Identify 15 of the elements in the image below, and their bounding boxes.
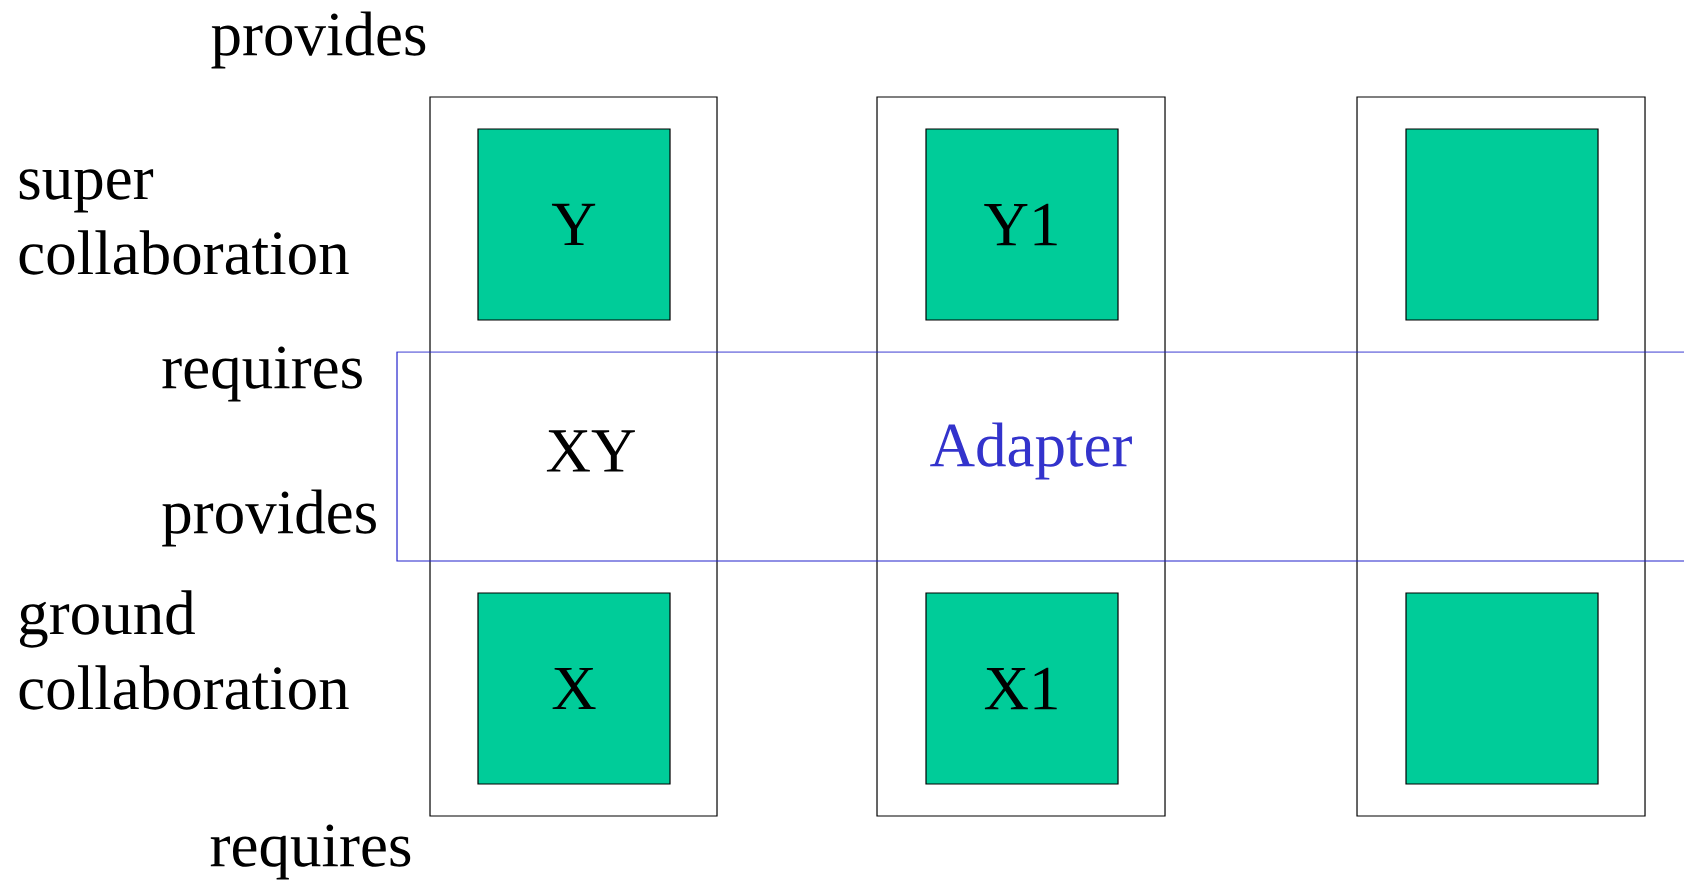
side-label: requires: [210, 824, 411, 880]
side-label: super collaboration: [19, 169, 349, 275]
square-box: Y1: [925, 128, 1119, 321]
square-box: [1405, 128, 1599, 321]
square-box: Y: [477, 128, 671, 321]
band: [396, 351, 1684, 562]
square-box: X: [477, 592, 671, 785]
square-box: X1: [925, 592, 1119, 785]
side-label: Adapter: [930, 422, 1132, 480]
side-label: requires: [162, 346, 362, 402]
side-label: provides: [211, 11, 426, 69]
side-label: ground collaboration: [19, 590, 349, 710]
square-box: [1405, 592, 1599, 785]
side-label: provides: [162, 489, 376, 547]
side-label: XY: [546, 430, 635, 472]
